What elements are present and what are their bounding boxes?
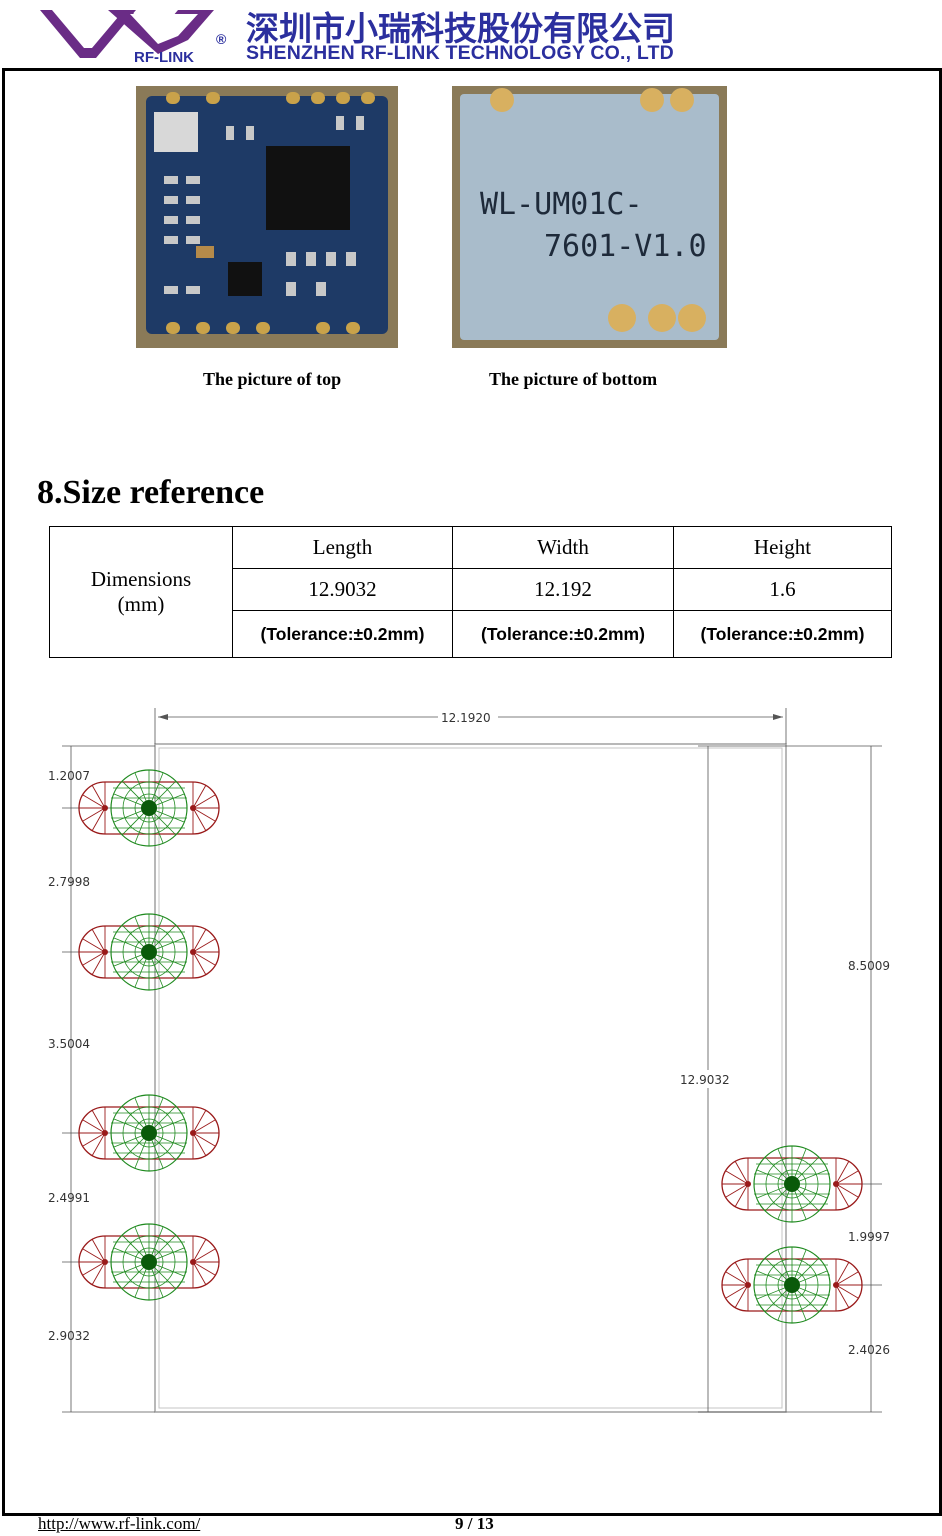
tolerance-height: (Tolerance:±0.2mm) <box>673 610 892 658</box>
value-height: 1.6 <box>673 568 892 611</box>
column-header-height: Height <box>673 526 892 569</box>
top-width-dim: 12.1920 <box>441 711 491 725</box>
tolerance-length: (Tolerance:±0.2mm) <box>232 610 453 658</box>
bottom-label-line2: 7601-V1.0 <box>544 229 707 264</box>
pad-left-3 <box>78 1094 220 1172</box>
rf-link-logo: ® RF-LINK <box>40 10 227 64</box>
dimensions-header-cell: Dimensions (mm) <box>49 526 233 658</box>
footer-page-number: 9 / 13 <box>455 1514 494 1533</box>
pad-right-1 <box>721 1145 863 1223</box>
company-name-en: SHENZHEN RF-LINK TECHNOLOGY CO., LTD <box>246 42 674 64</box>
pad-left-4 <box>78 1223 220 1301</box>
left-dim-3: 3.5004 <box>48 1037 90 1051</box>
column-header-length: Length <box>232 526 453 569</box>
footer-url-link[interactable]: http://www.rf-link.com/ <box>38 1514 201 1533</box>
left-dim-1: 1.2007 <box>48 769 90 783</box>
pad-right-2 <box>721 1246 863 1324</box>
right-dim-2: 1.9997 <box>848 1230 890 1244</box>
pad-left-1 <box>78 769 220 847</box>
dimensions-label: Dimensions <box>90 567 192 591</box>
pad-left-2 <box>78 913 220 991</box>
left-dim-4: 2.4991 <box>48 1191 90 1205</box>
size-table: Dimensions (mm) Length Width Height 12.9… <box>49 526 892 658</box>
dimension-drawing: 12.1920 1.2007 2.7998 3.5004 2.4991 2.90… <box>48 708 890 1413</box>
top-photo-caption: The picture of top <box>203 369 342 389</box>
logo-text: RF-LINK <box>134 49 194 64</box>
module-top-photo <box>136 86 398 348</box>
value-length: 12.9032 <box>232 568 453 611</box>
dimensions-unit: (mm) <box>117 592 165 616</box>
column-header-width: Width <box>452 526 674 569</box>
bottom-photo-caption: The picture of bottom <box>489 369 658 389</box>
left-dim-2: 2.7998 <box>48 875 90 889</box>
tolerance-width: (Tolerance:±0.2mm) <box>452 610 674 658</box>
bottom-label-line1: WL-UM01C- <box>480 187 643 222</box>
module-bottom-photo: WL-UM01C- 7601-V1.0 <box>452 86 727 348</box>
page-header: ® RF-LINK 深圳市小瑞科技股份有限公司 SHENZHEN RF-LINK… <box>0 0 942 68</box>
page-frame <box>2 68 942 1516</box>
value-width: 12.192 <box>452 568 674 611</box>
left-dim-5: 2.9032 <box>48 1329 90 1343</box>
company-name-cn: 深圳市小瑞科技股份有限公司 <box>246 9 675 48</box>
right-dim-1: 8.5009 <box>848 959 890 973</box>
right-dim-3: 2.4026 <box>848 1343 890 1357</box>
logo-registered-mark: ® <box>216 31 227 47</box>
inner-height-dim: 12.9032 <box>680 1073 730 1087</box>
section-title: 8.Size reference <box>37 474 265 511</box>
